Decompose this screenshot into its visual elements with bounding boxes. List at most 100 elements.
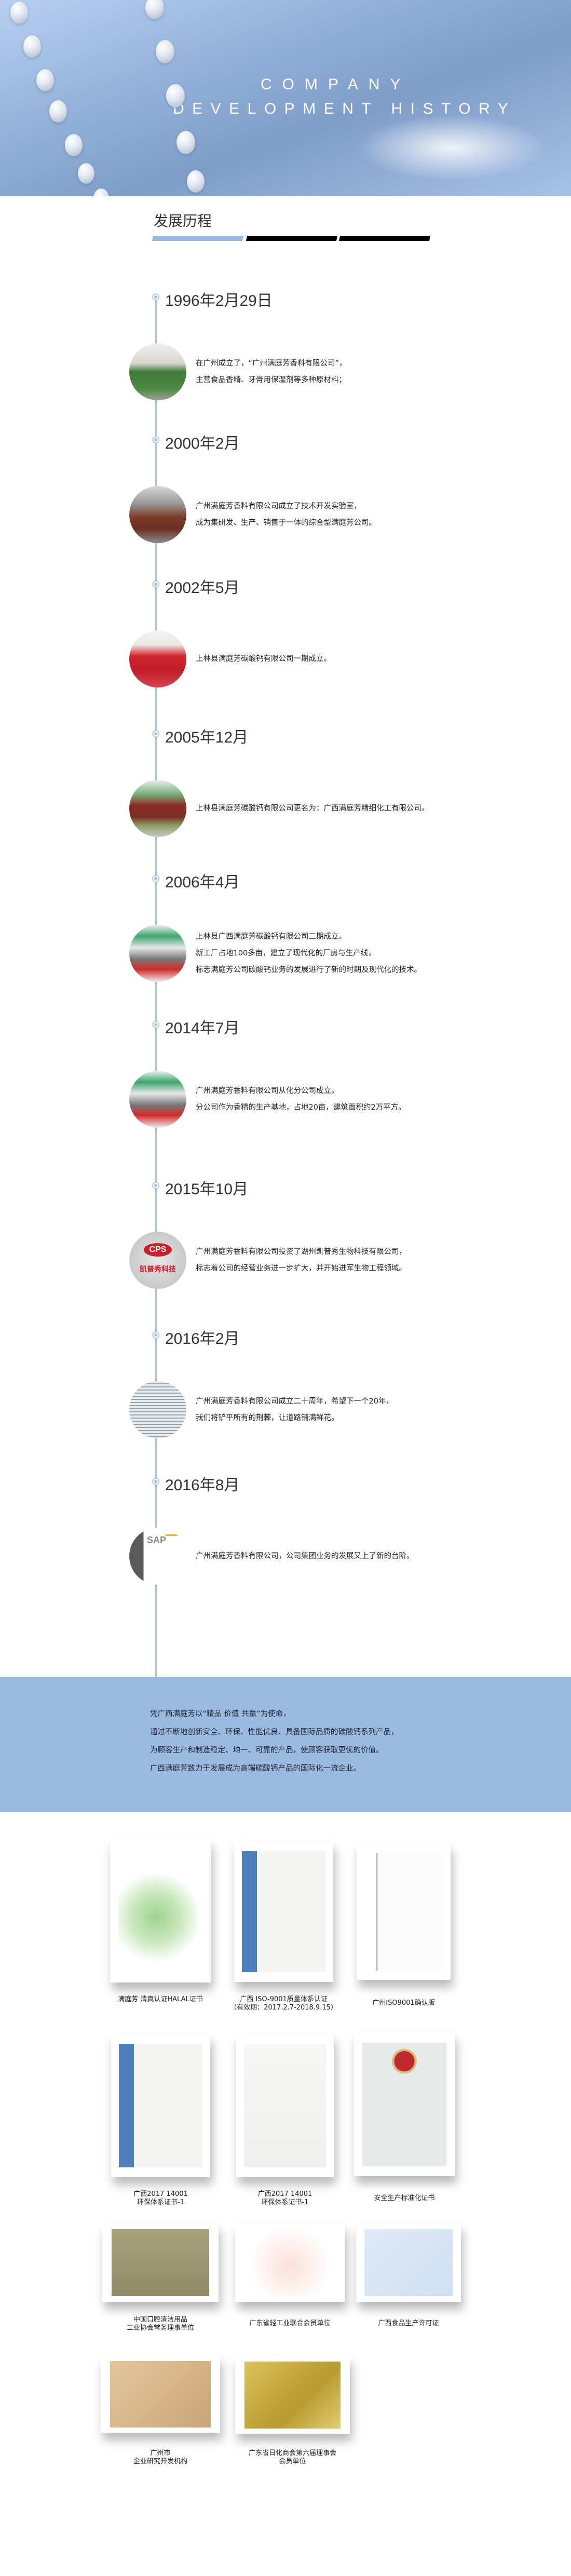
dna-sphere-decoration [23,35,41,58]
description-line: 成为集研发、生产、销售于一体的综合型满庭芳公司。 [196,519,376,527]
description-line: 广州满庭芳香料有限公司投资了湖州凯普秀生物科技有限公司， [196,1248,406,1256]
timeline-dot-icon [152,293,159,301]
caption-line: 环保体系证书-1 [137,2199,184,2206]
caption-line: 中国口腔清洁用品 [133,2316,187,2324]
certificate-document [243,2229,336,2297]
title-underline-bar [338,236,431,241]
certificate-image [356,2223,461,2302]
timeline-photo [129,780,186,837]
certificate-image [110,1840,211,1982]
timeline-date: 2014年7月 [165,1020,240,1037]
description-line: 我们将铲平所有的荆棘，让道路铺满鲜花。 [196,1414,339,1422]
description-line: 上林县满庭芳碳酸钙有限公司一期成立。 [196,655,331,663]
certificate-document [119,2044,202,2167]
description-line: 在广州成立了，“广州满庭芳香料有限公司”， [196,359,347,368]
timeline-dot-icon [152,436,159,443]
certificate-document [364,2229,453,2297]
dna-sphere-decoration [78,163,94,184]
description-line: 上林县广西满庭芳碳酸钙有限公司二期成立。 [196,933,346,941]
timeline-photo [129,1071,186,1128]
timeline-dot-icon [152,1021,159,1028]
mission-line: 为顾客生产和制造稳定、均一、可靠的产品，使顾客获取更优的价值。 [150,1746,384,1755]
timeline-entry: 2014年7月广州满庭芳香料有限公司从化分公司成立。分公司作为香精的生产基地，占… [0,1020,571,1129]
timeline-date: 2000年2月 [165,435,240,452]
cps-logo-mark: CPS [144,1243,172,1257]
title-underline-accent [152,236,244,241]
certificate-caption: 广东省轻工业联合会员单位 [228,2319,352,2328]
description-line: 分公司作为香精的生产基地，占地20亩，建筑面积约2万平方。 [196,1103,406,1112]
page-title: 发展历程 [154,212,212,230]
dna-sphere-decoration [176,131,195,154]
description-line: 上林县满庭芳碳酸钙有限公司更名为：广西满庭芳精细化工有限公司。 [196,804,429,813]
timeline-entry: 2016年8月 SAP 广州满庭芳香料有限公司，公司集团业务的发展又上了新的台阶。 [0,1477,571,1586]
timeline-line [155,298,157,1679]
caption-line: 环保体系证书-1 [261,2199,309,2206]
timeline-date: 2006年4月 [165,874,240,891]
timeline-dot-icon [152,875,159,882]
sap-logo: SAP [147,1535,167,1545]
timeline-date: 1996年2月29日 [165,292,273,309]
certificate-image [101,2356,220,2433]
sap-accent [166,1534,186,1536]
certificate-document [362,2043,447,2166]
certificate-image [235,2223,345,2302]
description-line: 广州满庭芳香料有限公司，公司集团业务的发展又上了新的台阶。 [196,1552,414,1560]
caption-line: 安全生产标准化证书 [374,2194,435,2202]
caption-line: （有效期：2017.2.7-2018.9.15） [230,2004,337,2012]
timeline-dot-icon [152,1478,159,1485]
certificate-image [235,2356,350,2434]
certificate-image [102,2223,219,2302]
dna-sphere-decoration [65,134,83,156]
certificate-caption: 中国口腔清洁用品工业协会常务理事单位 [98,2316,223,2332]
timeline-dot-icon [152,1331,159,1339]
caption-line: 广西2017 14001 [133,2190,188,2198]
timeline-date: 2015年10月 [165,1181,249,1198]
caption-line: 会员单位 [279,2458,306,2465]
timeline-entry: 2005年12月上林县满庭芳碳酸钙有限公司更名为：广西满庭芳精细化工有限公司。 [0,729,571,838]
caption-line: 广东省轻工业联合会员单位 [249,2319,331,2327]
certificate-caption: 广州市企业研究开发机构 [98,2449,223,2466]
timeline-entry: 1996年2月29日在广州成立了，“广州满庭芳香料有限公司”，主营食品香精、牙膏… [0,292,571,401]
dna-sphere-decoration [49,100,67,123]
caption-line: 广州ISO9001确认版 [372,1999,435,2007]
certificate-document [242,1851,325,1973]
timeline-date: 2016年8月 [165,1477,240,1494]
timeline-description: 广州满庭芳香料有限公司从化分公司成立。分公司作为香精的生产基地，占地20亩，建筑… [196,1083,406,1116]
title-underline-bar [246,236,338,241]
certificate-caption: 广西食品生产许可证 [346,2319,471,2328]
timeline-description: 广州满庭芳香料有限公司成立二十周年，希望下一个20年， 我们将铲平所有的荆棘，让道… [196,1393,393,1426]
certificate-document [111,2229,210,2297]
dna-sphere-decoration [145,0,164,19]
certificate-caption: 满庭芳 清真认证HALAL证书 [98,1995,223,2004]
dna-sphere-decoration [10,2,28,24]
certificate-document [364,1853,443,1971]
certificate-caption: 广州ISO9001确认版 [342,1999,466,2007]
certificate-document [118,1850,203,1973]
description-line: 标志着公司的经营业务进一步扩大，并开始进军生物工程领域。 [196,1264,406,1273]
certificate-image [354,2033,455,2176]
certificate-caption: 广西 ISO-9001质量体系认证（有效期：2017.2.7-2018.9.15… [222,1995,346,2012]
dna-sphere-decoration [156,40,174,63]
description-line: 广州满庭芳香料有限公司成立二十周年，希望下一个20年， [196,1397,393,1406]
description-line: 标志满庭芳公司碳酸钙业务的发展进行了新的时期及现代化的技术。 [196,966,422,974]
header-banner: COMPANY DEVELOPMENT HISTORY [0,0,571,196]
timeline-entry: 2002年5月上林县满庭芳碳酸钙有限公司一期成立。 [0,579,571,689]
timeline-description: 广州满庭芳香料有限公司投资了湖州凯普秀生物科技有限公司， 标志着公司的经营业务进一… [196,1244,406,1277]
banner-title-development-history: DEVELOPMENT HISTORY [173,100,516,117]
timeline-date: 2002年5月 [165,579,240,597]
caption-line: 工业协会常务理事单位 [126,2324,194,2332]
timeline-photo [129,630,186,687]
caption-line: 广西 ISO-9001质量体系认证 [240,1995,328,2003]
caption-line: 满庭芳 清真认证HALAL证书 [118,1995,203,2003]
timeline-photo [129,343,186,400]
timeline-entry: 2016年2月广州满庭芳香料有限公司成立二十周年，希望下一个20年，我们将铲平所… [0,1330,571,1439]
certificate-document [110,2361,211,2427]
certificate-image [111,2034,210,2177]
timeline-photo [129,486,186,543]
caption-line: 广西2017 14001 [257,2190,312,2198]
timeline-description: 上林县满庭芳碳酸钙有限公司一期成立。 [196,651,331,667]
